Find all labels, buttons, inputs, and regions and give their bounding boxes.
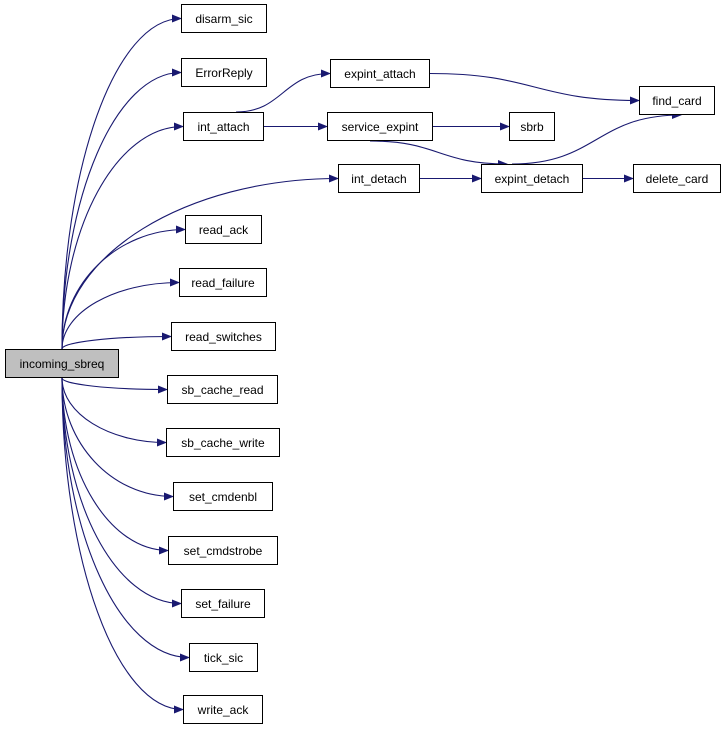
edge-incoming_sbreq-to-disarm_sic (61, 14, 182, 350)
node-set-cmdenbl[interactable]: set_cmdenbl (173, 482, 273, 511)
node-read-switches[interactable]: read_switches (171, 322, 276, 351)
edge-incoming_sbreq-to-read_failure (61, 278, 180, 350)
node-sbrb[interactable]: sbrb (509, 112, 555, 141)
node-read-failure[interactable]: read_failure (179, 268, 267, 297)
node-tick-sic[interactable]: tick_sic (189, 643, 258, 672)
edge-int_attach-to-expint_attach (236, 69, 331, 113)
edge-incoming_sbreq-to-ErrorReply (61, 68, 182, 350)
edge-incoming_sbreq-to-sb_cache_write (61, 377, 167, 447)
node-set-cmdstrobe[interactable]: set_cmdstrobe (168, 536, 278, 565)
edge-incoming_sbreq-to-set_failure (61, 377, 182, 608)
node-read-ack[interactable]: read_ack (185, 215, 262, 244)
edge-incoming_sbreq-to-int_detach (61, 174, 339, 350)
edge-incoming_sbreq-to-set_cmdenbl (61, 377, 174, 501)
edge-incoming_sbreq-to-set_cmdstrobe (61, 377, 169, 555)
node-errorreply[interactable]: ErrorReply (181, 58, 267, 87)
node-sb-cache-write[interactable]: sb_cache_write (166, 428, 280, 457)
edge-expint_attach-to-find_card (429, 72, 640, 105)
node-int-detach[interactable]: int_detach (338, 164, 420, 193)
node-service-expint[interactable]: service_expint (327, 112, 433, 141)
node-disarm-sic[interactable]: disarm_sic (181, 4, 267, 33)
node-sb-cache-read[interactable]: sb_cache_read (167, 375, 278, 404)
node-write-ack[interactable]: write_ack (183, 695, 263, 724)
edge-incoming_sbreq-to-tick_sic (61, 377, 190, 662)
node-set-failure[interactable]: set_failure (181, 589, 265, 618)
edge-incoming_sbreq-to-sb_cache_read (61, 377, 168, 394)
node-delete-card[interactable]: delete_card (633, 164, 721, 193)
edge-incoming_sbreq-to-int_attach (61, 122, 184, 350)
edge-incoming_sbreq-to-read_ack (61, 225, 186, 350)
node-expint-attach[interactable]: expint_attach (330, 59, 430, 88)
node-int-attach[interactable]: int_attach (183, 112, 264, 141)
edge-expint_detach-to-find_card (511, 111, 682, 165)
node-expint-detach[interactable]: expint_detach (481, 164, 583, 193)
edge-incoming_sbreq-to-write_ack (61, 377, 184, 714)
node-find-card[interactable]: find_card (639, 86, 715, 115)
edge-service_expint-to-expint_detach (369, 140, 508, 168)
edge-incoming_sbreq-to-read_switches (61, 332, 172, 350)
node-incoming-sbreq[interactable]: incoming_sbreq (5, 349, 119, 378)
